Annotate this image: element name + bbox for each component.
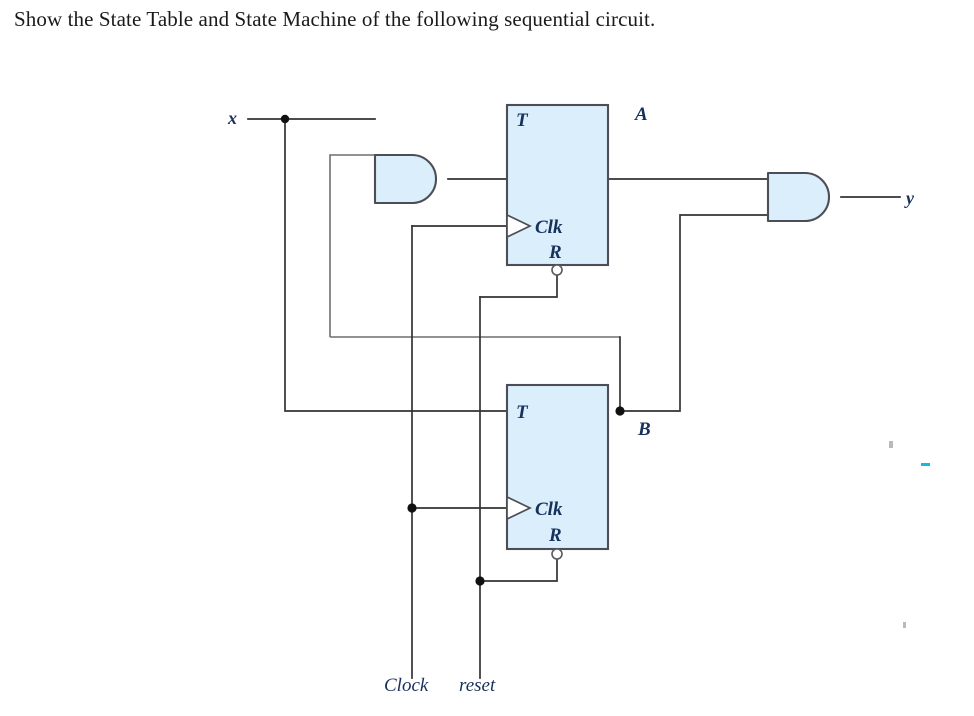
scan-artifact-lower-mark xyxy=(903,622,906,628)
junction-x xyxy=(280,114,290,124)
flipflop-a-reset-bubble xyxy=(551,264,563,276)
wire-b-to-and2 xyxy=(619,214,769,412)
flipflop-b-t-label: T xyxy=(516,402,529,423)
input-reset-label: reset xyxy=(459,675,496,696)
scan-artifact-cyan-dash xyxy=(921,463,930,466)
junction-clock xyxy=(407,503,417,513)
scan-artifact-layer xyxy=(889,441,930,628)
input-clock-label: Clock xyxy=(384,675,429,696)
flipflop-b-clk-triangle xyxy=(506,495,532,521)
junction-b xyxy=(615,406,625,416)
wire-reset-to-ffa-r xyxy=(479,269,558,298)
junction-reset xyxy=(475,576,485,586)
wire-reset-to-ffb-r xyxy=(479,553,558,582)
input-x-label: x xyxy=(227,108,237,128)
and-gate-2-body xyxy=(766,171,830,223)
and-gate-2 xyxy=(766,171,830,223)
and-gate-1-body xyxy=(373,153,437,205)
flipflop-a-body xyxy=(505,103,610,267)
circuit-diagram: T Clk R T Clk R x A B y xyxy=(0,48,974,716)
and-gate-1 xyxy=(373,153,437,205)
flipflop-a: T Clk R xyxy=(505,103,610,276)
signal-a-label: A xyxy=(634,104,648,125)
flipflop-b-body xyxy=(505,383,610,551)
flipflop-b-reset-bubble xyxy=(551,548,563,560)
question-title: Show the State Table and State Machine o… xyxy=(14,7,656,31)
flipflop-a-clk-label: Clk xyxy=(535,217,563,238)
circuit-canvas: T Clk R T Clk R x A B y xyxy=(227,103,930,696)
junction-layer xyxy=(280,114,625,586)
signal-b-label: B xyxy=(637,419,651,440)
output-y-label: y xyxy=(904,188,915,208)
flipflop-b-clk-label: Clk xyxy=(535,499,563,520)
scan-artifact-gray-mark xyxy=(889,441,893,448)
flipflop-a-reset-label: R xyxy=(548,242,562,263)
flipflop-a-t-label: T xyxy=(516,110,529,131)
wire-b-feedback-to-and1 xyxy=(329,154,375,337)
wire-layer xyxy=(247,118,901,679)
flipflop-a-clk-triangle xyxy=(506,213,532,239)
label-layer: x A B y Clock reset xyxy=(227,104,915,696)
flipflop-b: T Clk R xyxy=(505,383,610,560)
wire-x-branch-to-ffb-t xyxy=(284,118,508,412)
flipflop-b-reset-label: R xyxy=(548,525,562,546)
